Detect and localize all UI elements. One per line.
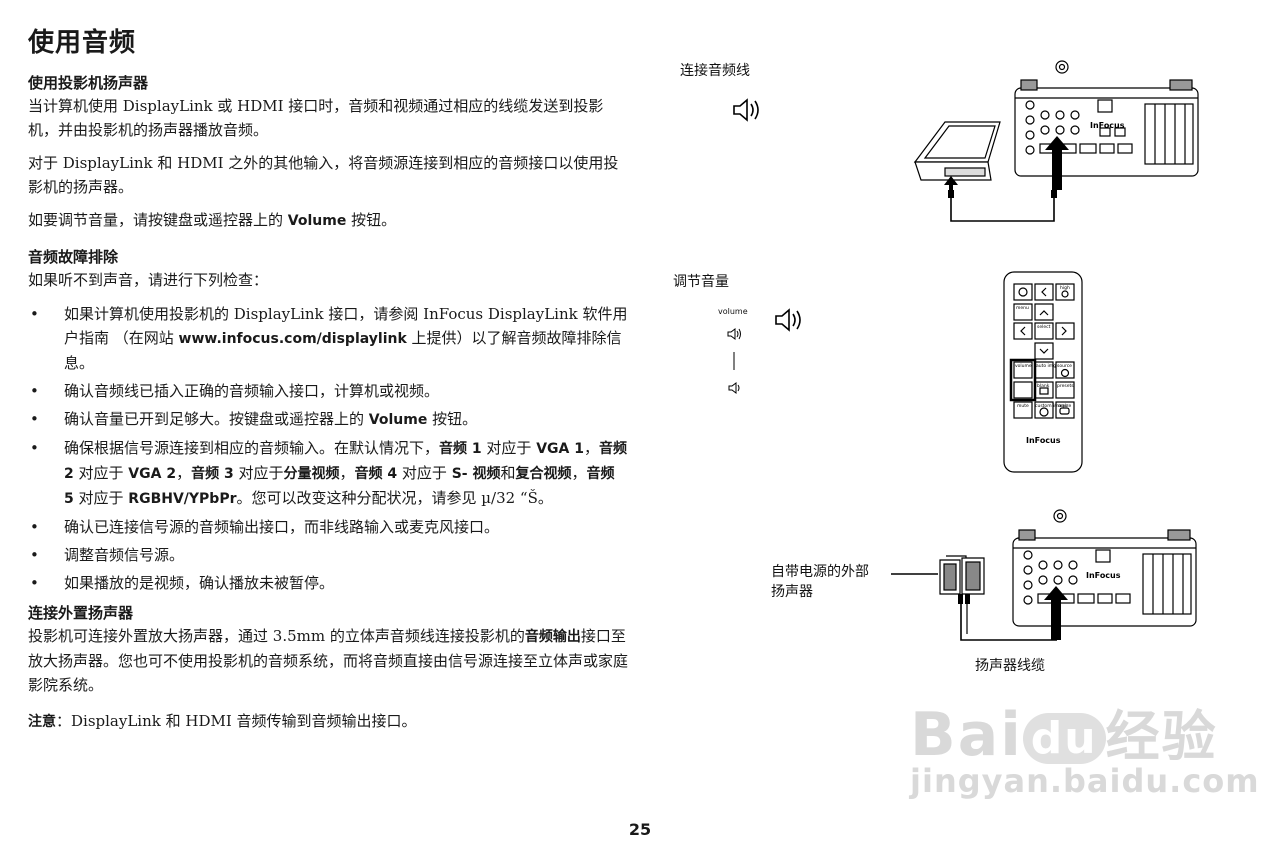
- remote-brand: InFocus: [1026, 436, 1061, 445]
- arrow-up-icon: [944, 176, 958, 197]
- speaker-volume-icon: [733, 98, 759, 122]
- svg-text:high: high: [1060, 285, 1070, 291]
- baidu-watermark-url: jingyan.baidu.com: [910, 762, 1260, 800]
- svg-text:auto img: auto img: [1036, 363, 1056, 369]
- svg-text:resize: resize: [1058, 403, 1071, 409]
- troubleshoot-list: 如果计算机使用投影机的 DisplayLink 接口，请参阅 InFocus D…: [28, 302, 628, 595]
- speaker-volume-icon: [775, 308, 801, 332]
- troubleshoot-intro: 如果听不到声音，请进行下列检查：: [28, 271, 269, 289]
- volume-adjust-label: 调节音量: [673, 274, 729, 290]
- volume-word-label: volume: [718, 307, 748, 316]
- speaker-cable: [960, 600, 1057, 641]
- speaker-cable-label: 扬声器线缆: [975, 658, 1045, 674]
- remote-control-illustration: [1003, 271, 1083, 473]
- svg-text:presets: presets: [1057, 383, 1074, 389]
- speaker-paragraph-1: 当计算机使用 DisplayLink 或 HDMI 接口时，音频和视频通过相应的…: [28, 97, 604, 139]
- audio-cable-label: 连接音频线: [680, 63, 750, 79]
- svg-text:blank: blank: [1037, 383, 1050, 389]
- arrow-up-icon: [1045, 136, 1069, 190]
- svg-text:menu: menu: [1016, 306, 1029, 311]
- external-speakers-illustration: [939, 555, 985, 595]
- arrow-up-icon: [1044, 586, 1068, 640]
- page-number: 25: [628, 820, 652, 839]
- external-paragraph: 投影机可连接外置放大扬声器，通过 3.5mm 的立体声音频线连接投影机的音频输出…: [28, 627, 629, 694]
- speaker-paragraph-2: 对于 DisplayLink 和 HDMI 之外的其他输入，将音频源连接到相应的…: [28, 154, 619, 196]
- projector-brand: InFocus: [1086, 571, 1121, 580]
- speaker-paragraph-3: 如要调节音量，请按键盘或遥控器上的 Volume 按钮。: [28, 211, 397, 229]
- section-heading-external: 连接外置扬声器: [28, 604, 134, 622]
- volume-up-icon: [727, 328, 741, 340]
- list-item: 调整音频信号源。: [28, 543, 628, 567]
- projector-illustration: [1014, 60, 1199, 177]
- audio-cable: [950, 195, 1055, 222]
- projector-illustration: [1012, 509, 1197, 627]
- remote-key-labels: high menu select volume auto img source …: [1015, 285, 1074, 409]
- list-item: 如果计算机使用投影机的 DisplayLink 接口，请参阅 InFocus D…: [28, 302, 628, 375]
- volume-down-icon: [728, 382, 740, 394]
- list-item: 确认已连接信号源的音频输出接口，而非线路输入或麦克风接口。: [28, 515, 628, 539]
- section-heading-troubleshoot: 音频故障排除: [28, 248, 119, 266]
- svg-text:custom image: custom image: [1035, 403, 1067, 409]
- svg-text:volume: volume: [1015, 363, 1032, 369]
- svg-text:source: source: [1057, 363, 1072, 369]
- svg-text:mute: mute: [1017, 403, 1029, 409]
- section-heading-speaker: 使用投影机扬声器: [28, 74, 149, 92]
- laptop-illustration: [913, 121, 1001, 181]
- svg-text:select: select: [1037, 324, 1051, 330]
- page-title: 使用音频: [28, 28, 137, 58]
- list-item: 确认音频线已插入正确的音频输入接口，计算机或视频。: [28, 379, 628, 403]
- projector-brand: InFocus: [1090, 121, 1125, 130]
- external-speaker-label: 自带电源的外部扬声器: [771, 564, 869, 600]
- list-item: 确认音量已开到足够大。按键盘或遥控器上的 Volume 按钮。: [28, 407, 628, 432]
- main-text-column: 使用音频 使用投影机扬声器 当计算机使用 DisplayLink 或 HDMI …: [28, 22, 628, 743]
- list-item: 确保根据信号源连接到相应的音频输入。在默认情况下，音频 1 对应于 VGA 1，…: [28, 436, 628, 511]
- list-item: 如果播放的是视频，确认播放未被暂停。: [28, 571, 628, 595]
- note-paragraph: 注意：DisplayLink 和 HDMI 音频传输到音频输出接口。: [28, 712, 417, 730]
